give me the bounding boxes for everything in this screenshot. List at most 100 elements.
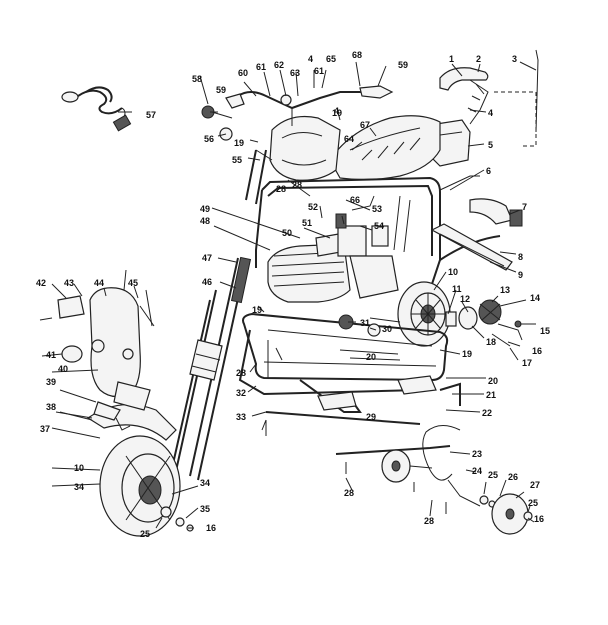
label-6: 6 [486, 166, 491, 176]
label-28-tank: 28 [292, 180, 302, 190]
label-15: 15 [540, 326, 550, 336]
label-45: 45 [128, 278, 138, 288]
main-frame [255, 175, 501, 291]
label-64: 64 [344, 134, 354, 144]
label-10-rear: 10 [448, 267, 458, 277]
training-wheel-assembly [265, 411, 533, 535]
bracket-3 [494, 49, 539, 147]
fuel-tank [269, 115, 341, 181]
label-14: 14 [530, 293, 540, 303]
label-17: 17 [522, 358, 532, 368]
front-wheel [99, 435, 194, 537]
label-53: 53 [372, 204, 382, 214]
label-37: 37 [40, 424, 50, 434]
headlight-housing [89, 269, 155, 431]
label-46: 46 [202, 277, 212, 287]
label-11: 11 [452, 284, 462, 294]
label-56: 56 [204, 134, 214, 144]
label-19-bar: 19 [332, 108, 342, 118]
label-54: 54 [374, 221, 384, 231]
rear-fender-guard [469, 198, 523, 227]
label-49: 49 [200, 204, 210, 214]
label-58: 58 [192, 74, 202, 84]
label-27: 27 [530, 480, 540, 490]
label-55: 55 [232, 155, 242, 165]
label-22: 22 [482, 408, 492, 418]
label-65: 65 [326, 54, 336, 64]
label-2: 2 [476, 54, 481, 64]
label-48: 48 [200, 216, 210, 226]
label-4-top: 4 [308, 54, 313, 64]
label-42: 42 [36, 278, 46, 288]
label-25-training: 25 [488, 470, 498, 480]
rear-grab-bar [439, 67, 489, 125]
label-67: 67 [360, 120, 370, 130]
label-52: 52 [308, 202, 318, 212]
label-34-left: 34 [74, 482, 84, 492]
label-50: 50 [282, 228, 292, 238]
engine [267, 195, 399, 303]
label-10-front: 10 [74, 463, 84, 473]
label-39: 39 [46, 377, 56, 387]
label-8: 8 [518, 252, 523, 262]
label-4-mid: 4 [334, 106, 339, 116]
label-28-bottom: 28 [424, 516, 434, 526]
seat [329, 115, 441, 181]
label-21: 21 [486, 390, 496, 400]
label-25-front: 25 [140, 529, 150, 539]
label-29: 29 [366, 412, 376, 422]
label-28-frame: 28 [276, 184, 286, 194]
label-1: 1 [449, 54, 454, 64]
label-19-engine: 19 [252, 305, 262, 315]
label-35: 35 [200, 504, 210, 514]
label-44: 44 [94, 278, 104, 288]
label-20-upper: 20 [488, 376, 498, 386]
label-24: 24 [472, 466, 482, 476]
label-30: 30 [382, 324, 392, 334]
label-16-end: 16 [534, 514, 544, 524]
label-34-right: 34 [200, 478, 210, 488]
label-60: 60 [238, 68, 248, 78]
label-28-fork: 28 [236, 368, 246, 378]
fork-upper [245, 149, 273, 205]
label-23: 23 [472, 449, 482, 459]
label-61-right: 61 [314, 66, 324, 76]
sprocket-hub [445, 299, 523, 347]
label-3: 3 [512, 54, 517, 64]
label-61-left: 61 [256, 62, 266, 72]
label-31: 31 [360, 318, 370, 328]
label-51: 51 [302, 218, 312, 228]
label-59-left: 59 [216, 85, 226, 95]
part-number-labels: 1 2 3 4 5 6 7 8 9 10 11 12 13 14 15 16 1… [36, 50, 550, 539]
label-68: 68 [352, 50, 362, 60]
mirror-and-knobs [201, 94, 292, 141]
lower-frame [238, 312, 461, 413]
label-32: 32 [236, 388, 246, 398]
label-16-rear: 16 [532, 346, 542, 356]
label-41: 41 [46, 350, 56, 360]
charger-cord [61, 86, 132, 132]
label-47: 47 [202, 253, 212, 263]
label-43: 43 [64, 278, 74, 288]
label-12: 12 [460, 294, 470, 304]
label-19-frame: 19 [462, 349, 472, 359]
label-19-tank: 19 [234, 138, 244, 148]
label-13: 13 [500, 285, 510, 295]
label-62: 62 [274, 60, 284, 70]
chain-arm [430, 223, 513, 271]
front-fork [167, 256, 252, 487]
handlebar [225, 85, 394, 126]
label-33: 33 [236, 412, 246, 422]
label-16-front: 16 [206, 523, 216, 533]
label-40: 40 [58, 364, 68, 374]
leader-lines [41, 61, 537, 529]
label-26: 26 [508, 472, 518, 482]
label-66: 66 [350, 195, 360, 205]
rear-wheel [397, 281, 451, 347]
label-5: 5 [488, 140, 493, 150]
label-28-left: 28 [344, 488, 354, 498]
label-9: 9 [518, 270, 523, 280]
label-38: 38 [46, 402, 56, 412]
